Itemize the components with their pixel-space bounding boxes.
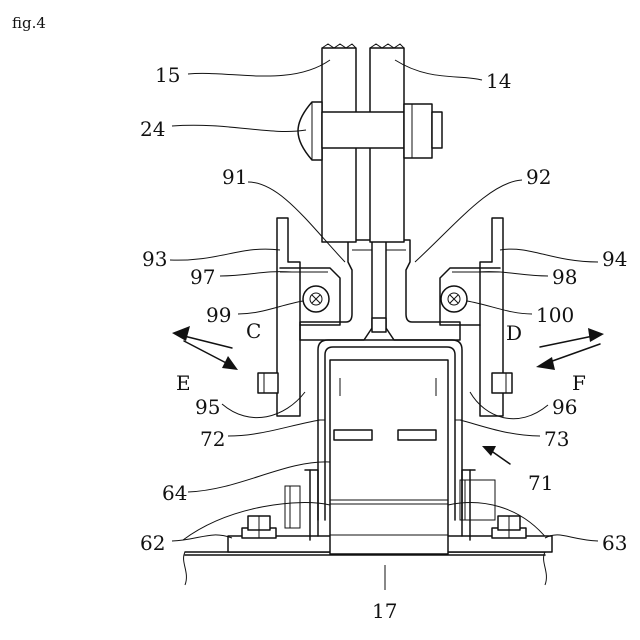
direction-arrow-c <box>172 326 232 348</box>
label-100: 100 <box>536 303 574 327</box>
direction-arrow-d <box>540 328 604 347</box>
label-17: 17 <box>372 599 397 623</box>
label-14: 14 <box>486 69 511 93</box>
label-63: 63 <box>602 531 627 555</box>
label-92: 92 <box>526 165 551 189</box>
figure-caption: fig.4 <box>12 14 46 32</box>
side-plate-94 <box>480 218 512 416</box>
label-93: 93 <box>142 247 167 271</box>
label-62: 62 <box>140 531 165 555</box>
label-98: 98 <box>552 265 577 289</box>
label-c: C <box>246 319 261 343</box>
label-d: D <box>506 321 522 345</box>
label-95: 95 <box>195 395 220 419</box>
label-71: 71 <box>528 471 553 495</box>
label-91: 91 <box>222 165 247 189</box>
arrow-71 <box>482 446 510 464</box>
label-15: 15 <box>155 63 180 87</box>
pivot-bolt-99 <box>303 286 329 312</box>
label-99: 99 <box>206 303 231 327</box>
support-column-64 <box>330 360 448 554</box>
side-plate-93 <box>258 218 300 416</box>
pivot-bolt-100 <box>441 286 467 312</box>
label-e: E <box>176 371 191 395</box>
label-72: 72 <box>200 427 225 451</box>
direction-arrow-e <box>184 341 238 370</box>
label-f: F <box>572 371 586 395</box>
label-96: 96 <box>552 395 577 419</box>
label-24: 24 <box>140 117 165 141</box>
label-94: 94 <box>602 247 627 271</box>
direction-arrow-f <box>536 344 600 370</box>
label-64: 64 <box>162 481 187 505</box>
label-97: 97 <box>190 265 215 289</box>
label-73: 73 <box>544 427 569 451</box>
